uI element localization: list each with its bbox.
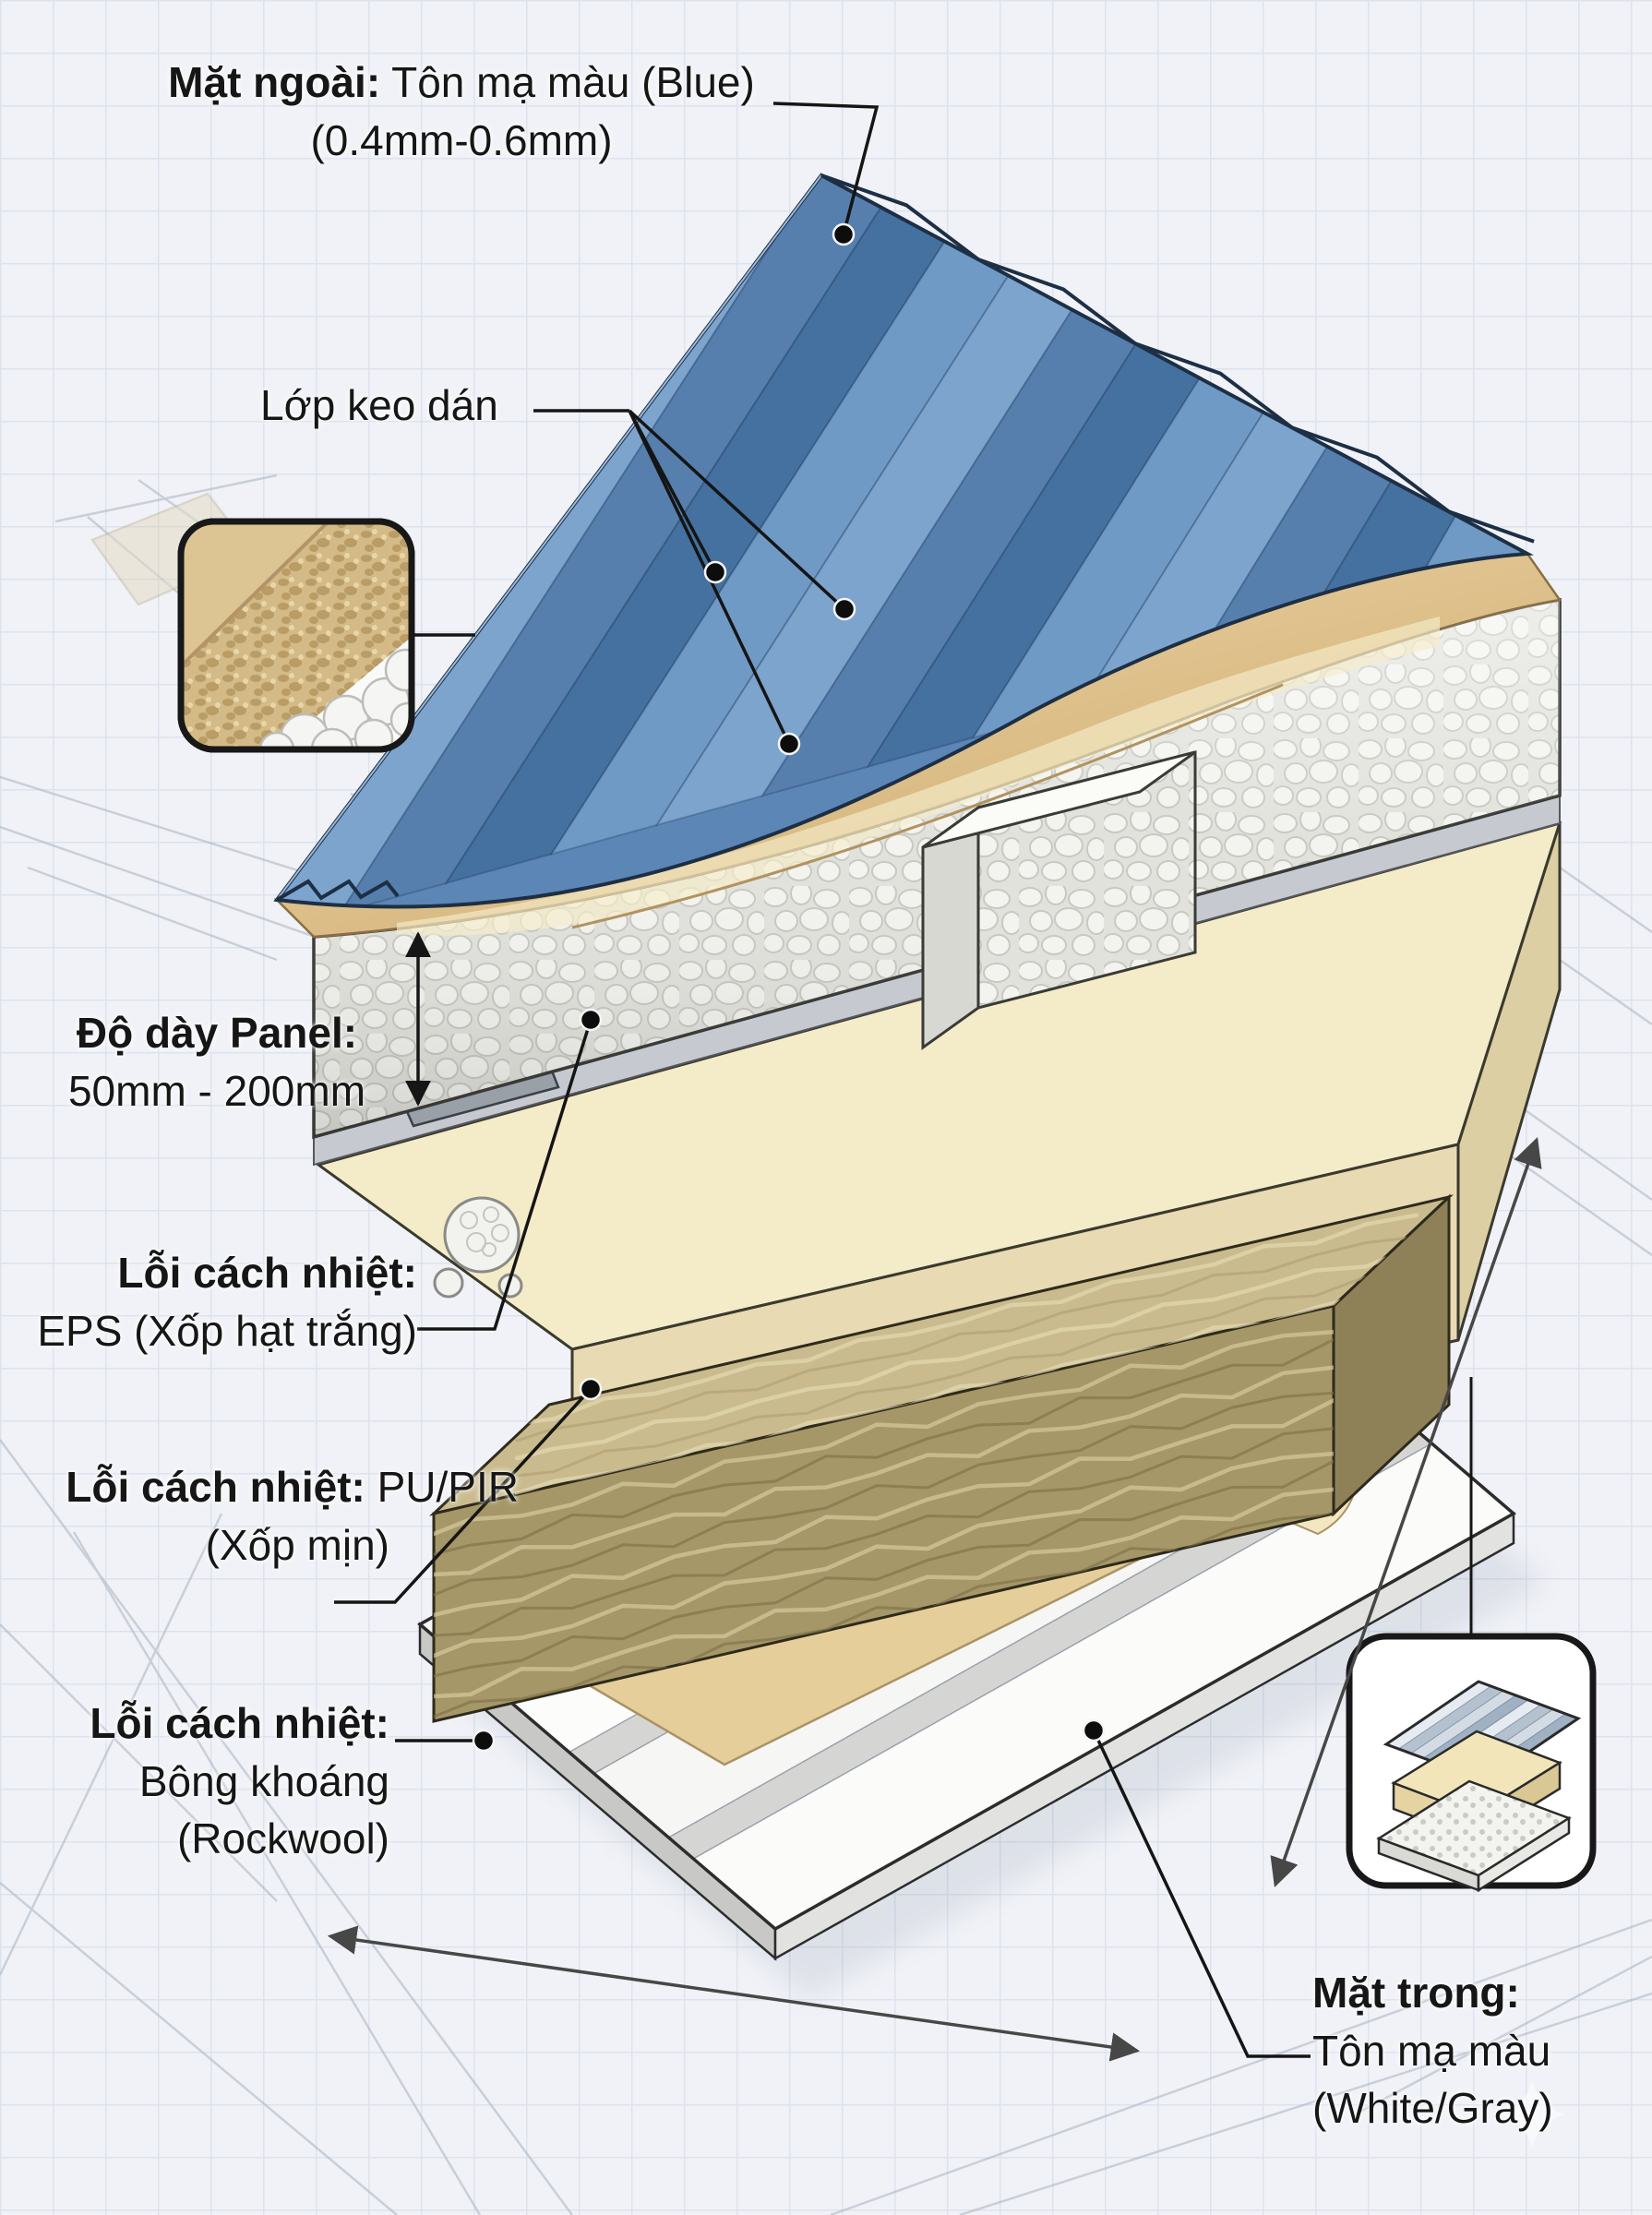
dimension-arrows	[327, 931, 1542, 2062]
label-outer-face: Mặt ngoài: Tôn mạ màu (Blue) (0.4mm-0.6m…	[111, 54, 812, 169]
glue-detail-inset	[177, 518, 415, 753]
label-outer-line1: Mặt ngoài: Tôn mạ màu (Blue)	[168, 58, 755, 106]
label-outer-line2: (0.4mm-0.6mm)	[310, 115, 613, 164]
label-eps-core: Lỗi cách nhiệt: EPS (Xốp hạt trắng)	[37, 1249, 417, 1355]
label-pu-core: Lỗi cách nhiệt: PU/PIR (Xốp mịn)	[66, 1463, 519, 1569]
label-glue: Lớp keo dán	[260, 381, 498, 429]
eps-bead-icon	[433, 1196, 523, 1299]
assembled-panel-inset	[1346, 1633, 1597, 1893]
panel-length-arrow	[1270, 1137, 1542, 1887]
leader-dots	[472, 222, 1106, 1753]
eps-layer	[312, 597, 1562, 1167]
label-rockwool-core: Lỗi cách nhiệt: Bông khoáng (Rockwool)	[90, 1699, 389, 1863]
label-inner-face: Mặt trong: Tôn mạ màu (White/Gray)	[1312, 1969, 1553, 2133]
watermark-sparkle	[1499, 2081, 1565, 2148]
label-thickness: Độ dày Panel: 50mm - 200mm	[67, 1009, 366, 1115]
panel-width-arrow	[327, 1925, 1141, 2062]
